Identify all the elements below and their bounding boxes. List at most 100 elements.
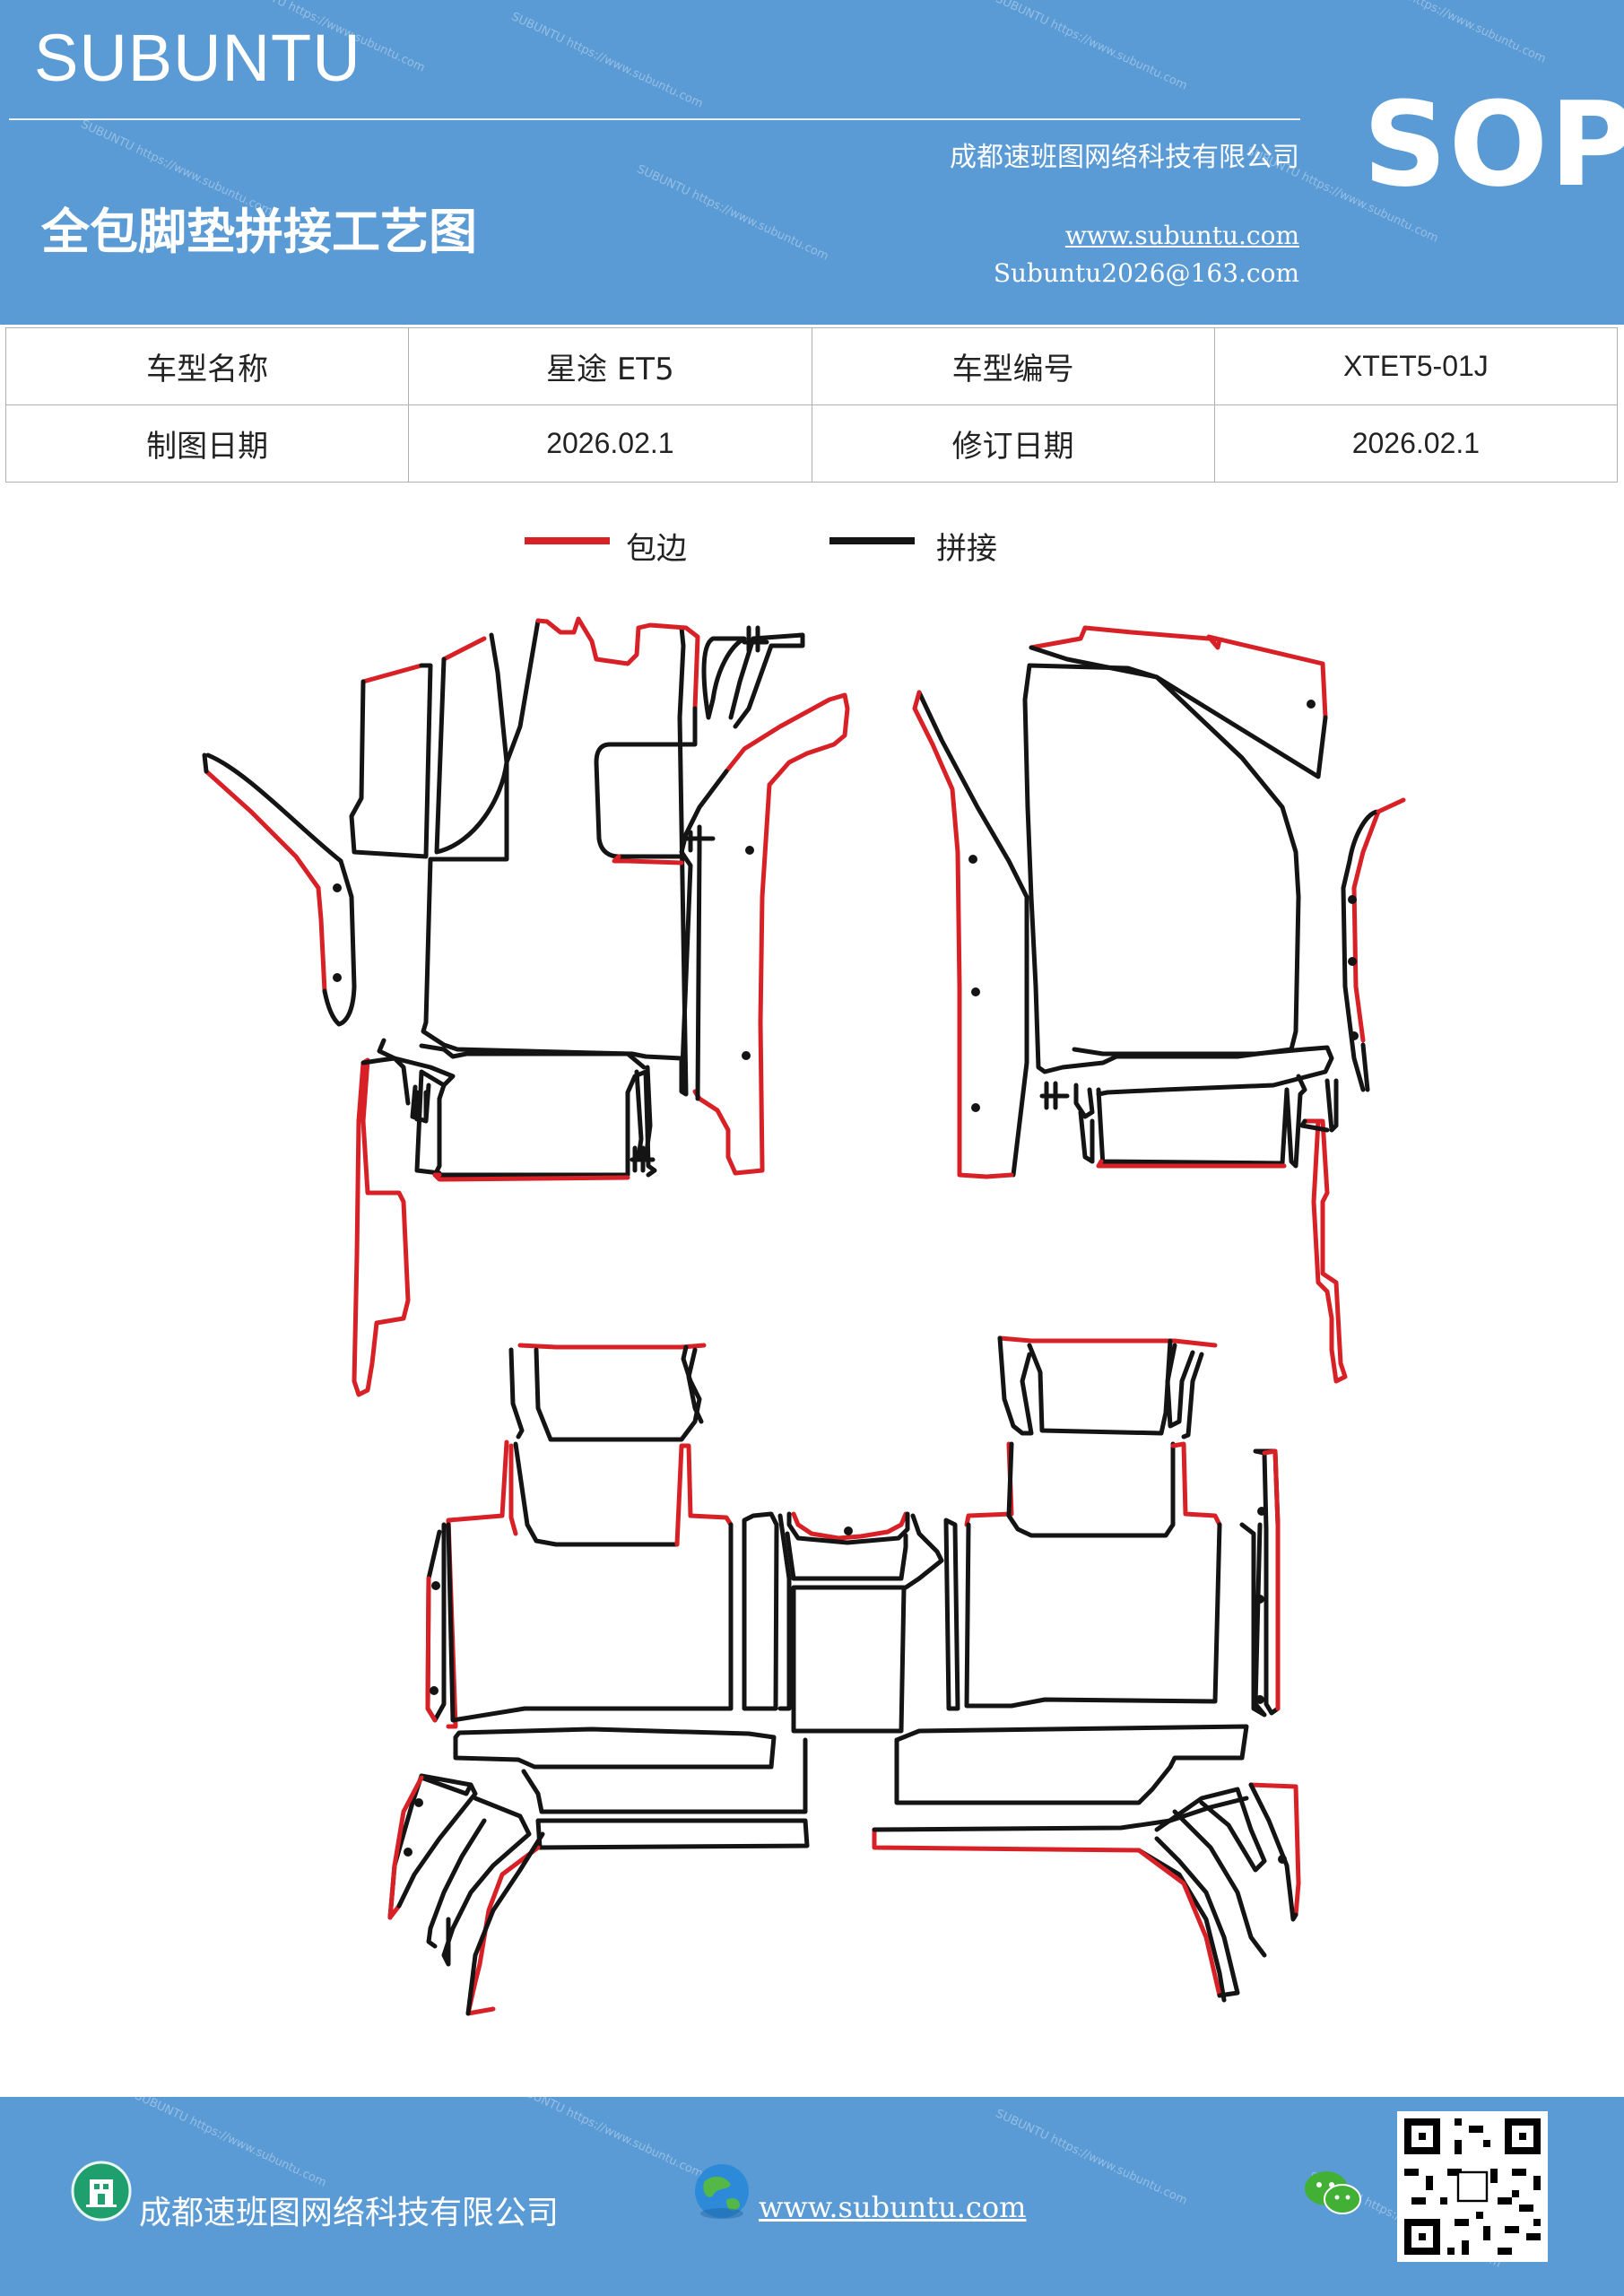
mat-seam [1096,1087,1290,1169]
mat-seam [534,1344,702,1442]
table-cell: 制图日期 [4,404,410,483]
mat-seam [679,769,729,1092]
mat-seam [1299,1118,1330,1133]
mat-fastener [1348,895,1357,904]
mat-seam [1078,1109,1095,1164]
mat-edge-binding [425,1576,438,1723]
brand-name: SUBUNTU [34,21,361,95]
mat-edge-binding [1351,809,1381,1043]
table-cell: 车型编号 [811,327,1215,405]
header-divider [9,118,1300,120]
mat-fastener [1278,1855,1287,1864]
qr-code [1397,2111,1548,2262]
mat-fastener [1307,700,1316,709]
mat-edge-binding [872,1827,1142,1853]
mat-seam [521,1737,808,1814]
mat-edge-binding [1248,1782,1301,1918]
mat-edge-binding [535,616,700,711]
company-name: 成都速班图网络科技有限公司 [950,142,1299,173]
table-row: 制图日期 2026.02.1 修订日期 2026.02.1 [4,404,1619,483]
mat-edge-binding [964,1441,1014,1527]
vehicle-info-table: 车型名称 星途 ET5 车型编号 XTET5-01J 制图日期 2026.02.… [4,327,1619,483]
mat-seam [728,632,805,729]
building-icon [71,2161,132,2222]
mat-edge-binding [508,1443,518,1536]
mat-edge-binding [1376,797,1406,814]
mat-seam [396,1782,478,1909]
mat-edge-binding [360,663,424,684]
globe-icon [695,2164,749,2219]
wechat-icon [1305,2171,1361,2214]
mat-seam [1022,663,1301,1074]
mat-edge-binding [1170,1441,1222,1527]
mat-seam [594,706,698,859]
mat-seam [964,1522,1222,1709]
legend-swatch-binding [525,537,610,544]
mat-seam [426,1818,487,1949]
legend-swatch-splice [829,537,915,544]
mat-seam [634,1065,653,1161]
mat-seam [1165,1343,1195,1429]
mat-fastener [1348,957,1357,966]
mat-edge-binding [612,854,684,865]
mat-seam [1154,1787,1267,1873]
mat-seam [1324,1078,1339,1133]
page-title: 全包脚垫拼接工艺图 [41,204,477,260]
mat-fastener [971,1103,980,1112]
mat-seam [202,752,209,774]
mat-edge-binding [1136,1848,1222,1998]
mat-edge-binding [692,782,772,1176]
mat-seam [1239,1522,1267,1718]
mat-edge-binding [791,1511,908,1541]
mat-seam [903,1513,944,1590]
mat-edge-binding [316,885,327,994]
mat-seam [894,1724,1249,1805]
front-right-mat [912,625,1406,1384]
mat-fastener [333,973,342,982]
mat-fastener [745,846,754,855]
mat-seam [701,636,747,720]
mat-seam [1154,1836,1240,1998]
mat-seam [453,1726,777,1770]
rear-left-mat [387,1343,810,2016]
mat-edge-binding [432,1172,630,1182]
mat-fastener [404,1848,413,1857]
mat-fastener [430,1686,439,1695]
mat-seam [1073,1083,1095,1119]
mat-fastener [742,1051,751,1060]
mat-fastener [1350,1031,1359,1040]
mat-seam [686,1347,704,1424]
mat-seam [777,1513,792,1711]
table-cell: 修订日期 [811,404,1215,483]
mat-seam [1181,1352,1204,1439]
mat-seam [465,1831,545,2016]
mat-seam [205,752,357,1027]
legend: 包边 拼接 [0,529,1624,574]
mat-edge-binding [1029,625,1328,720]
mat-seam [1341,809,1381,1092]
watermark: SUBUNTU https://www.subuntu.com [508,2097,706,2181]
table-cell: 星途 ET5 [408,327,812,405]
mat-seam [786,1511,910,1545]
website-link[interactable]: www.subuntu.com [1064,221,1299,250]
watermark: SUBUNTU https://www.subuntu.com [132,2097,329,2190]
mat-seam [535,1818,810,1850]
mat-fastener [333,883,342,892]
mat-edge-binding [912,690,1014,1179]
mat-seam [1360,1042,1370,1092]
mat-fastener [968,855,977,864]
mat-seam [785,1531,908,1581]
mat-seam [791,1585,907,1734]
mat-seam [742,1511,779,1711]
mat-fastener [1255,1595,1264,1604]
mat-seam [1006,1441,1176,1538]
mat-seam [421,618,689,1097]
rear-center-mat [777,1511,960,1734]
mat-seam [360,1056,411,1106]
mat-seam [508,1347,525,1439]
mat-edge-binding [1302,1118,1348,1384]
table-row: 车型名称 星途 ET5 车型编号 XTET5-01J [4,327,1619,405]
table-cell: 2026.02.1 [408,404,812,483]
footer-website-link[interactable]: www.subuntu.com [759,2190,1027,2224]
